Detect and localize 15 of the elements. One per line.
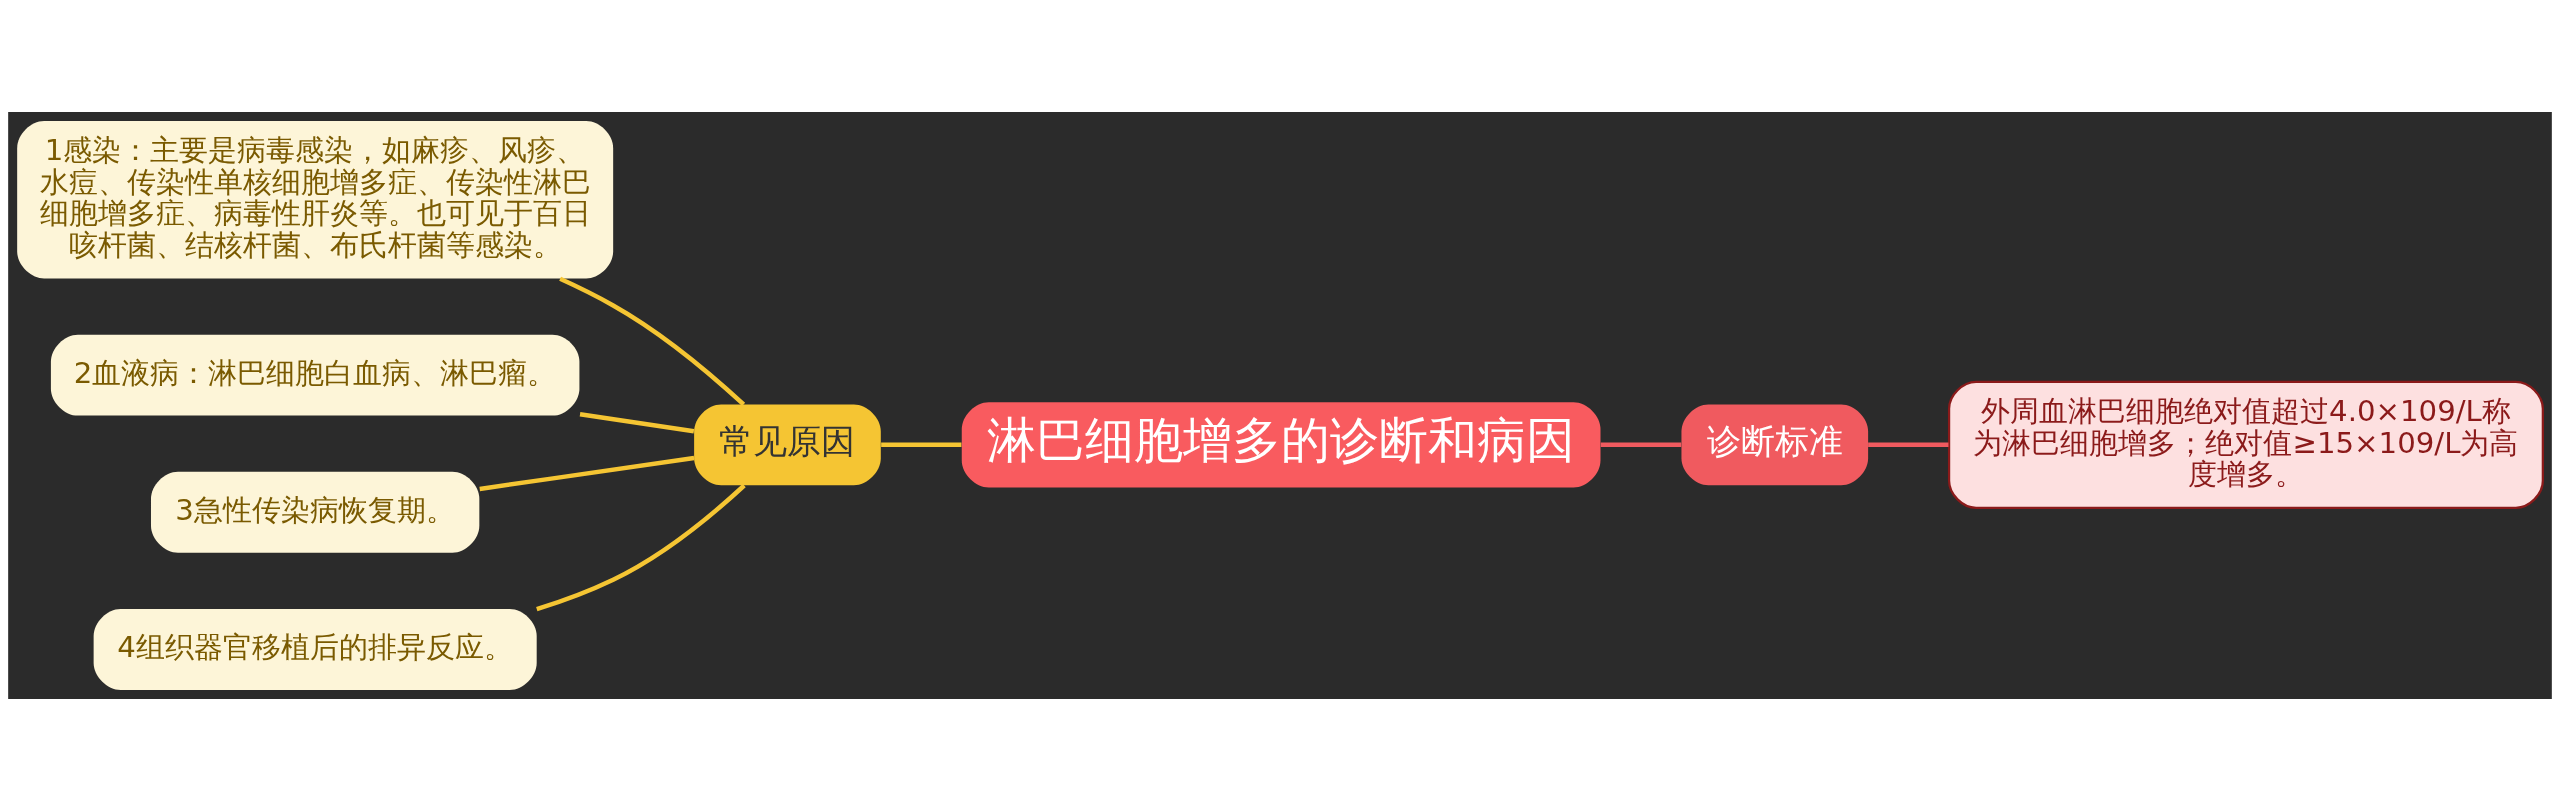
- node-box: 3急性传染病恢复期。: [151, 471, 480, 553]
- connector: [559, 276, 746, 406]
- node-box: 1感染：主要是病毒感染，如麻疹、风疹、水痘、传染性单核细胞增多症、传染性淋巴细胞增多症、病毒性肝炎等。也可见于百日咳杆菌、结核杆菌、布氏杆菌等感染。: [17, 120, 614, 278]
- connector: [1600, 442, 1682, 447]
- node-box: 4组织器官移植后的排异反应。: [93, 608, 537, 690]
- connector: [479, 455, 695, 491]
- connector: [579, 411, 695, 433]
- node-box: 常见原因: [694, 403, 881, 485]
- node-box: 诊断标准: [1681, 403, 1869, 485]
- node-box: 2血液病：淋巴细胞白血病、淋巴瘤。: [50, 334, 580, 416]
- connector: [881, 442, 962, 447]
- node-box: 淋巴细胞增多的诊断和病因: [961, 401, 1601, 488]
- connector: [536, 483, 746, 611]
- connector: [1868, 442, 1949, 447]
- node-box: 外周血淋巴细胞绝对值超过4.0×109/L称为淋巴细胞增多；绝对值≥15×109/L为高度增多。: [1947, 380, 2544, 509]
